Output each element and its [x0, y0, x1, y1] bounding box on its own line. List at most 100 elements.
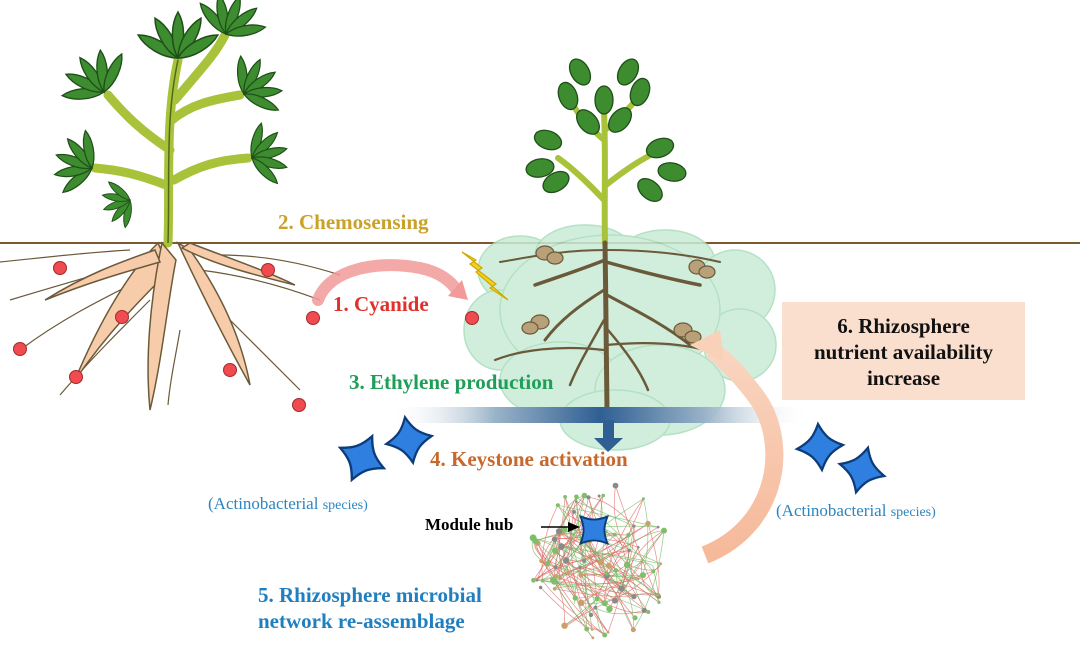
network-node — [578, 572, 584, 578]
network-node — [612, 597, 618, 604]
microbial-network — [529, 482, 667, 640]
network-node — [561, 526, 568, 533]
label-nutrient-availability: 6. Rhizosphere nutrient availability inc… — [782, 313, 1025, 391]
network-node — [624, 584, 628, 588]
network-edge — [563, 495, 585, 530]
network-node — [637, 546, 640, 549]
network-edge — [607, 588, 623, 633]
cyanide-transfer-arrow — [312, 259, 468, 306]
network-edge — [609, 550, 630, 610]
network-edge — [627, 534, 645, 611]
network-node — [591, 636, 595, 640]
network-edge — [554, 495, 604, 582]
network-node — [612, 482, 619, 489]
network-edge — [604, 564, 628, 604]
network-node — [593, 605, 598, 610]
ethylene-signal-bar — [390, 407, 810, 423]
network-node — [538, 585, 543, 590]
label-network-line2: network re-assemblage — [258, 609, 465, 633]
label-module-hub: Module hub — [425, 515, 514, 534]
network-edge — [614, 534, 628, 565]
label-ethylene-production: 3. Ethylene production — [349, 370, 554, 394]
network-node — [618, 585, 625, 592]
network-node — [605, 562, 612, 569]
network-node — [612, 532, 617, 537]
network-node — [640, 560, 644, 564]
network-node — [661, 527, 667, 534]
network-edge — [595, 607, 645, 615]
network-edge — [558, 531, 649, 613]
network-node — [623, 561, 631, 569]
network-node — [657, 600, 661, 605]
network-edge — [588, 497, 649, 613]
network-node — [553, 574, 558, 579]
network-edge — [554, 578, 639, 585]
network-node — [588, 612, 594, 618]
network-edge — [627, 563, 662, 571]
network-node — [641, 497, 645, 501]
root-nodules — [521, 245, 716, 344]
network-node — [631, 594, 637, 600]
network-edge — [564, 496, 572, 561]
nutrient-availability-box — [782, 302, 1025, 400]
network-node — [555, 503, 560, 508]
network-node — [555, 528, 563, 535]
label-actinobacterial-left-species: species) — [322, 498, 368, 513]
right-cassava-roots — [493, 240, 737, 413]
network-node — [565, 570, 571, 576]
network-node — [574, 494, 579, 500]
label-network-reassemblage: 5. Rhizosphere microbial network re-asse… — [258, 582, 538, 634]
network-node — [645, 520, 651, 527]
left-cassava-roots — [0, 241, 341, 411]
network-edge — [533, 550, 630, 581]
network-node — [597, 558, 605, 566]
network-node — [606, 631, 610, 634]
network-edge — [559, 577, 659, 596]
network-node — [562, 557, 570, 564]
network-edge — [567, 567, 608, 577]
label-actinobacterial-left: (Actinobacterial species) — [208, 494, 368, 514]
network-node — [572, 595, 578, 601]
network-node — [588, 554, 592, 558]
network-node — [572, 509, 576, 514]
network-edge — [608, 565, 634, 630]
right-cassava-plant — [523, 54, 689, 246]
network-node — [604, 571, 609, 576]
network-edge — [596, 550, 630, 599]
network-node — [586, 495, 591, 500]
label-nutrient-line2: nutrient availability — [813, 340, 994, 364]
network-edge — [606, 498, 644, 577]
label-nutrient-line1: 6. Rhizosphere — [837, 314, 970, 338]
network-node — [632, 524, 636, 528]
network-node — [646, 610, 651, 614]
network-edge — [561, 532, 661, 565]
network-node — [659, 562, 663, 565]
network-node — [626, 532, 631, 538]
network-node — [632, 615, 638, 621]
network-edge — [542, 580, 605, 636]
network-node — [553, 565, 558, 569]
label-actinobacterial-left-main: (Actinobacterial — [208, 494, 323, 513]
module-hub-pointer-arrow — [541, 522, 580, 532]
network-node — [551, 547, 559, 555]
network-node — [552, 587, 557, 591]
network-node — [561, 622, 568, 629]
network-edge — [533, 565, 609, 581]
network-node — [656, 525, 660, 529]
label-cyanide: 1. Cyanide — [333, 292, 429, 316]
network-node — [535, 579, 539, 582]
label-network-line1: 5. Rhizosphere microbial — [258, 583, 482, 607]
network-node — [575, 500, 578, 503]
network-node — [627, 548, 631, 553]
network-node — [651, 569, 656, 574]
network-node — [544, 560, 551, 567]
network-edge — [576, 496, 654, 572]
network-edge — [633, 530, 665, 630]
network-node — [582, 558, 586, 563]
network-node — [531, 577, 536, 583]
network-edge — [613, 485, 630, 551]
network-node — [613, 568, 619, 573]
network-node — [630, 627, 636, 633]
network-edge — [537, 543, 605, 636]
